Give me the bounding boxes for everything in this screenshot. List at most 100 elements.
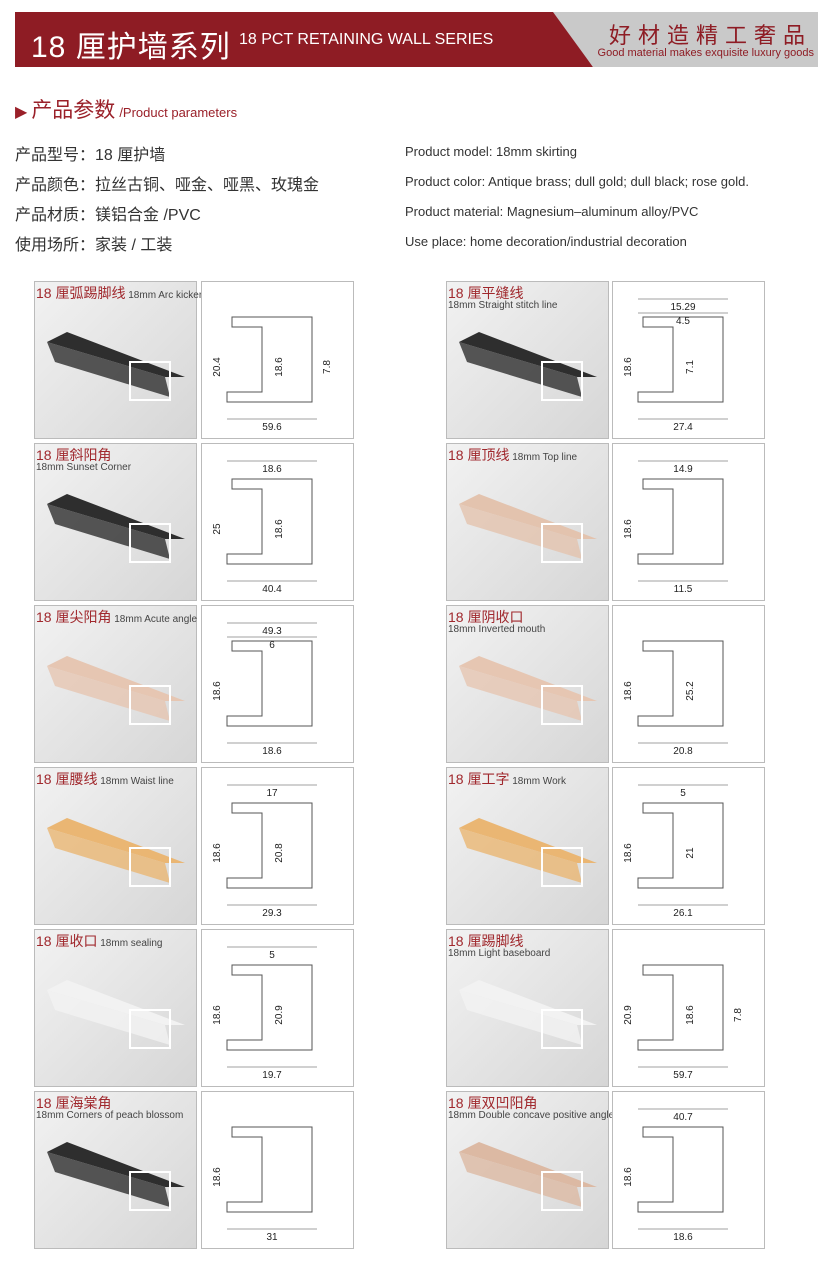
product-render bbox=[47, 818, 185, 887]
profile-outline bbox=[226, 478, 313, 565]
product-photo: 18 厘收口 18mm sealing bbox=[34, 929, 197, 1087]
profile-side-face bbox=[47, 342, 170, 397]
profile-top-face bbox=[459, 332, 597, 377]
dimension-label-vertical: 18.6 bbox=[274, 357, 285, 377]
dimension-label-vertical: 18.6 bbox=[212, 1005, 223, 1025]
product-name-en: 18mm Work bbox=[509, 776, 566, 787]
profile-side-face bbox=[47, 990, 170, 1045]
dimension-label-vertical: 18.6 bbox=[623, 681, 634, 701]
param-material-en: Product material: Magnesium–aluminum all… bbox=[405, 204, 699, 219]
dimension-label-horizontal: 31 bbox=[266, 1232, 278, 1243]
dimension-label-horizontal: 18.6 bbox=[262, 464, 282, 475]
product-render bbox=[459, 494, 597, 563]
dimension-label-horizontal: 59.6 bbox=[262, 422, 282, 433]
profile-outline bbox=[226, 640, 313, 727]
param-place-en: Use place: home decoration/industrial de… bbox=[405, 234, 687, 249]
product-name-cn: 18 厘斜阳角 bbox=[36, 447, 112, 463]
product-name-en: 18mm Light baseboard bbox=[448, 948, 551, 959]
dimension-label-vertical: 7.8 bbox=[322, 360, 333, 374]
dimension-label-horizontal: 11.5 bbox=[674, 584, 693, 595]
profile-top-face bbox=[47, 494, 185, 539]
dimension-label-horizontal: 20.8 bbox=[673, 746, 693, 757]
profile-top-face bbox=[459, 818, 597, 863]
profile-side-face bbox=[47, 504, 170, 559]
dimension-label-vertical: 18.6 bbox=[212, 681, 223, 701]
product-render bbox=[459, 980, 597, 1049]
section-title-en: /Product parameters bbox=[119, 105, 238, 120]
product-render bbox=[459, 818, 597, 887]
product-photo: 18 厘顶线 18mm Top line bbox=[446, 443, 609, 601]
product-name-cn: 18 厘弧踢脚线 18mm Arc kicker bbox=[36, 285, 203, 301]
technical-drawing: 20.8 18.6 25.2 bbox=[612, 605, 765, 763]
dimension-label-vertical: 20.8 bbox=[274, 843, 285, 863]
dimension-label-vertical: 18.6 bbox=[212, 1167, 223, 1187]
profile-end-cut bbox=[129, 685, 171, 725]
dimension-label-vertical: 18.6 bbox=[212, 843, 223, 863]
dimension-label-horizontal: 15.29 bbox=[670, 302, 695, 313]
product-name-en: 18mm Waist line bbox=[97, 776, 174, 787]
profile-side-face bbox=[459, 666, 582, 721]
dimension-label-vertical: 20.9 bbox=[623, 1005, 634, 1025]
product-name-cn: 18 厘工字 18mm Work bbox=[448, 771, 566, 787]
product-name-cn: 18 厘阴收口 bbox=[448, 609, 524, 625]
product-name-en: 18mm Top line bbox=[509, 452, 578, 463]
technical-drawing: 31 18.6 bbox=[201, 1091, 354, 1249]
profile-outline bbox=[637, 1126, 724, 1213]
banner-red-panel bbox=[15, 12, 593, 67]
profile-top-face bbox=[459, 1142, 597, 1187]
dimension-label-vertical: 18.6 bbox=[623, 1167, 634, 1187]
profile-end-cut bbox=[541, 685, 583, 725]
profile-outline bbox=[637, 802, 724, 889]
profile-outline bbox=[637, 964, 724, 1051]
product-render bbox=[459, 1142, 597, 1211]
dimension-label-horizontal: 5 bbox=[680, 788, 686, 799]
dimension-label-horizontal: 27.4 bbox=[673, 422, 693, 433]
product-name-en: 18mm Inverted mouth bbox=[448, 624, 546, 635]
profile-outline bbox=[226, 802, 313, 889]
profile-end-cut bbox=[541, 523, 583, 563]
product-render bbox=[459, 656, 597, 725]
product-name-cn: 18 厘海棠角 bbox=[36, 1095, 112, 1111]
product-name-cn: 18 厘收口 18mm sealing bbox=[36, 933, 163, 949]
profile-side-face bbox=[459, 990, 582, 1045]
section-title-cn: 产品参数 bbox=[31, 99, 116, 122]
dimension-label-horizontal: 26.1 bbox=[673, 908, 693, 919]
dimension-label-vertical: 25 bbox=[212, 523, 223, 535]
product-photo: 18 厘工字 18mm Work bbox=[446, 767, 609, 925]
product-render bbox=[459, 332, 597, 401]
dimension-label-horizontal: 5 bbox=[269, 950, 275, 961]
profile-outline bbox=[226, 964, 313, 1051]
profile-top-face bbox=[47, 656, 185, 701]
dimension-label-vertical: 25.2 bbox=[685, 681, 696, 701]
dimension-label-vertical: 18.6 bbox=[623, 843, 634, 863]
profile-end-cut bbox=[129, 361, 171, 401]
dimension-label-horizontal: 49.3 bbox=[262, 626, 282, 637]
profile-top-face bbox=[459, 494, 597, 539]
dimension-label-horizontal: 17 bbox=[266, 788, 278, 799]
product-name-cn: 18 厘平缝线 bbox=[448, 285, 524, 301]
banner-grey-panel bbox=[553, 12, 818, 67]
product-render bbox=[47, 494, 185, 563]
profile-end-cut bbox=[541, 361, 583, 401]
product-name-en: 18mm Straight stitch line bbox=[448, 300, 558, 311]
section-heading: ▶ 产品参数 /Product parameters bbox=[15, 94, 237, 124]
dimension-label-vertical: 18.6 bbox=[274, 519, 285, 539]
product-name-cn: 18 厘腰线 18mm Waist line bbox=[36, 771, 174, 787]
slogan-en: Good material makes exquisite luxury goo… bbox=[597, 47, 814, 59]
params-en: Product model: 18mm skirting Product col… bbox=[405, 144, 749, 264]
dimension-label-horizontal: 19.7 bbox=[262, 1070, 282, 1081]
profile-outline bbox=[637, 316, 724, 403]
param-model-en: Product model: 18mm skirting bbox=[405, 144, 577, 159]
profile-side-face bbox=[459, 828, 582, 883]
